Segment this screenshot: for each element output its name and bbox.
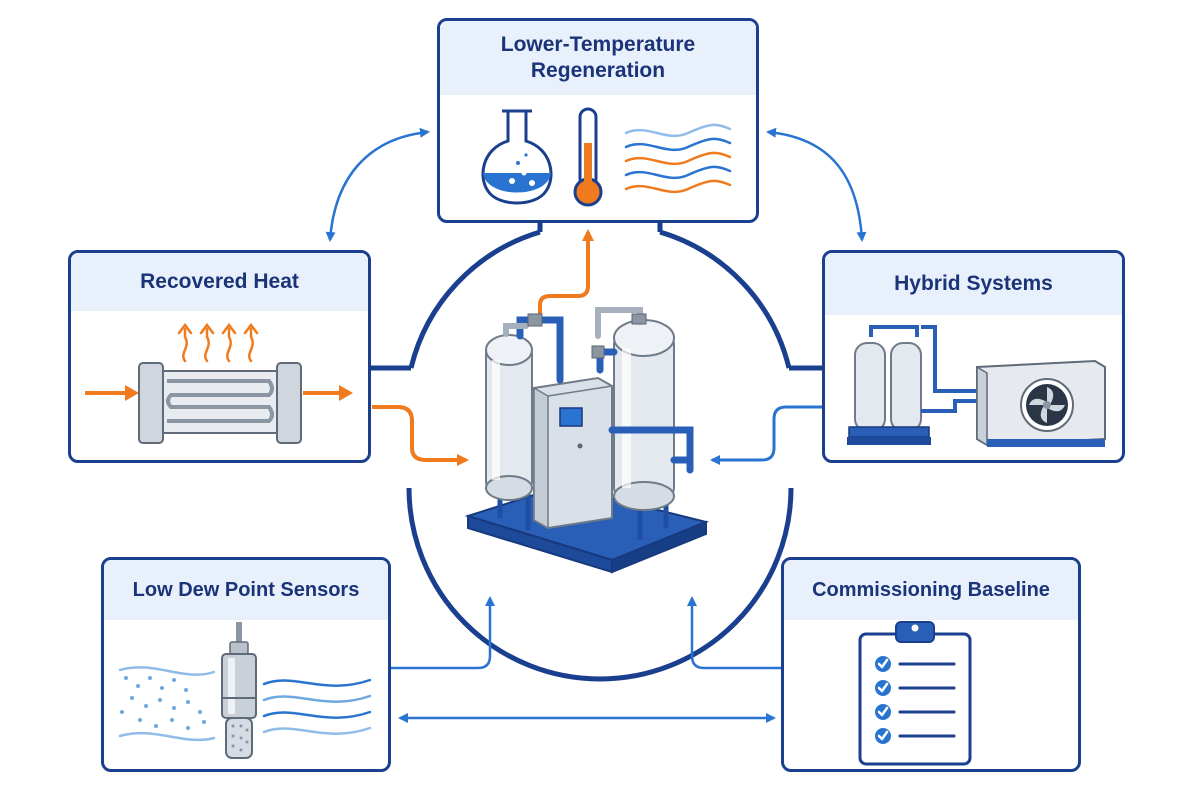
flask-icon [481, 109, 553, 205]
hybrid-to-system-arrow [710, 405, 822, 465]
sensors-to-ring-arrow [391, 596, 495, 670]
link-top-left-arrow [325, 127, 430, 242]
card-title: Recovered Heat [140, 269, 299, 293]
card-header: Low Dew Point Sensors [104, 560, 388, 620]
system-to-regeneration-arrow [538, 229, 594, 318]
heat-exchanger-illustration [85, 322, 353, 444]
connecting-pipes [921, 325, 977, 413]
thermometer-icon [573, 107, 603, 207]
card-header: Commissioning Baseline [784, 560, 1078, 620]
card-title: Hybrid Systems [894, 271, 1053, 295]
recovered-heat-card: Recovered Heat [68, 250, 371, 463]
card-title: Commissioning Baseline [812, 578, 1050, 601]
ring-links [371, 222, 822, 371]
sensor-illustration [118, 622, 372, 759]
card-title-line2: Regeneration [530, 59, 666, 82]
heat-pump-unit-icon [976, 359, 1106, 447]
heat-to-system-arrow [372, 405, 469, 466]
card-header: Hybrid Systems [825, 253, 1122, 315]
clipboard-checklist-icon [858, 621, 972, 766]
airflow-waves-icon [624, 123, 732, 194]
desiccant-dryer-illustration [464, 307, 710, 574]
moisture-particles-icon [120, 676, 206, 730]
lower-temperature-regeneration-card: Lower-Temperature Regeneration [437, 18, 759, 223]
central-ring [406, 229, 794, 682]
checklist-illustration [858, 621, 972, 766]
link-top-right-arrow [766, 127, 867, 242]
card-title: Low Dew Point Sensors [132, 578, 360, 601]
baseline-to-ring-arrow [687, 596, 781, 670]
dew-point-sensor-icon [221, 622, 257, 759]
card-title-line1: Lower-Temperature [500, 32, 696, 56]
commissioning-baseline-card: Commissioning Baseline [781, 557, 1081, 772]
regeneration-illustration [481, 107, 732, 207]
card-header: Recovered Heat [71, 253, 368, 311]
heat-rising-icon [177, 322, 259, 363]
twin-tower-dryer-icon [847, 325, 931, 445]
hybrid-system-illustration [847, 325, 1106, 447]
low-dew-point-sensors-card: Low Dew Point Sensors [101, 557, 391, 772]
card-header: Lower-Temperature Regeneration [440, 21, 756, 95]
heat-exchanger-icon [138, 362, 302, 444]
airflow-waves-icon [118, 666, 372, 742]
hybrid-systems-card: Hybrid Systems [822, 250, 1125, 463]
